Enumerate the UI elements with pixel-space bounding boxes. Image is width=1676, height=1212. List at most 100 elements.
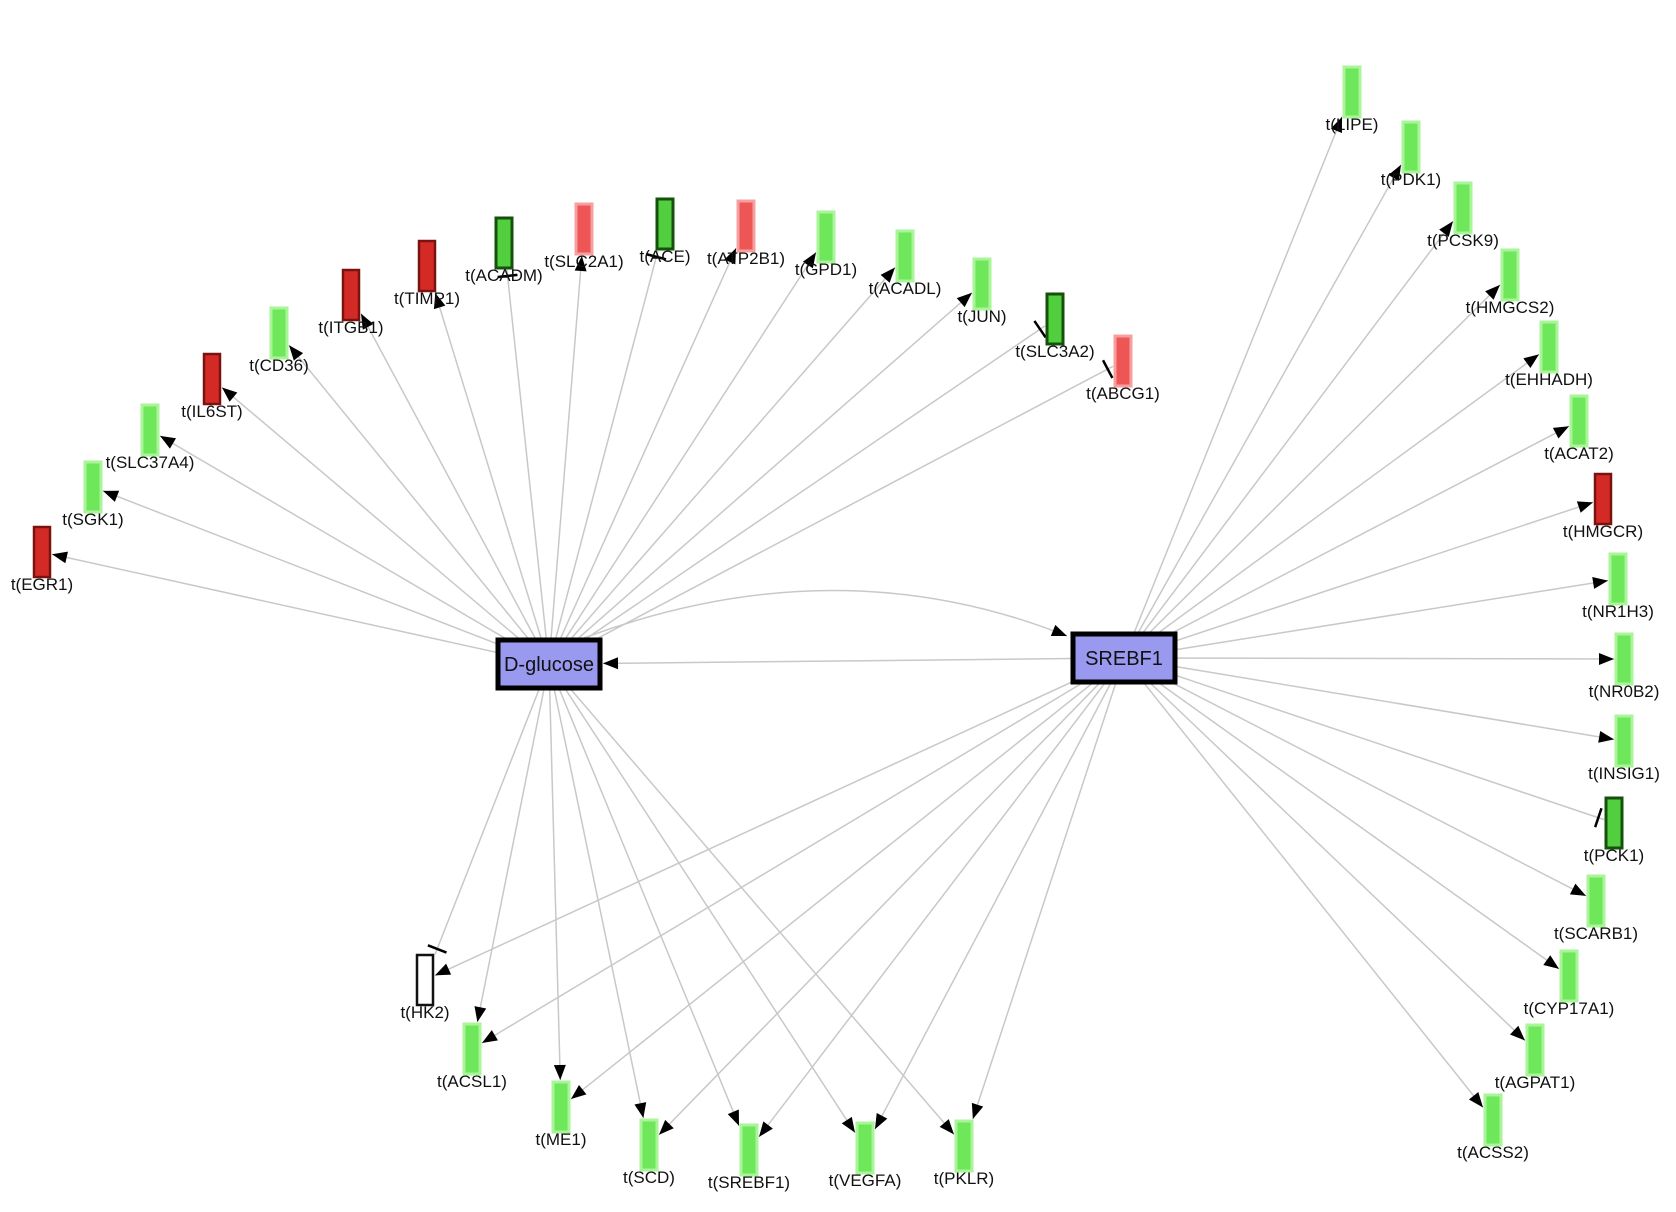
edge-line: [1142, 353, 1540, 645]
gene-label-slc2a1: t(SLC2A1): [544, 252, 623, 271]
gene-node-hmgcs2[interactable]: [1500, 248, 1520, 302]
gene-label-jun: t(JUN): [957, 307, 1006, 326]
gene-label-hmgcr: t(HMGCR): [1563, 522, 1643, 541]
edge-line: [1137, 284, 1501, 645]
edge-line: [434, 670, 1097, 977]
gene-label-atp2b1: t(ATP2B1): [707, 249, 785, 268]
edge-line: [434, 292, 546, 651]
gene-node-vegfa[interactable]: [855, 1121, 875, 1175]
hub-node-dglucose[interactable]: [495, 637, 603, 691]
gene-node-me1[interactable]: [551, 1080, 571, 1134]
gene-node-acat2[interactable]: [1569, 394, 1589, 448]
gene-node-acsl1[interactable]: [462, 1022, 482, 1076]
gene-node-acadm[interactable]: [494, 216, 514, 270]
edge-arrowhead: [1388, 164, 1401, 181]
gene-node-pck1[interactable]: [1604, 796, 1624, 850]
gene-node-gpd1[interactable]: [816, 210, 836, 264]
gene-node-itgb1[interactable]: [341, 268, 361, 322]
gene-node-atp2b1[interactable]: [736, 199, 756, 253]
edge-inhibitor: [427, 944, 447, 954]
edge-arrowhead: [724, 248, 736, 265]
edge-arrowhead: [634, 1102, 647, 1118]
edge-inhibitor: [646, 253, 667, 261]
gene-label-acsl1: t(ACSL1): [437, 1072, 507, 1091]
edge-arrowhead: [435, 963, 452, 976]
edge-arrowhead: [1439, 221, 1453, 237]
gene-label-scarb1: t(SCARB1): [1554, 924, 1638, 943]
nodes-layer: [32, 65, 1634, 1177]
gene-node-nr1h3[interactable]: [1608, 552, 1628, 606]
edge-line: [549, 255, 583, 651]
edge-line: [972, 671, 1121, 1120]
gene-label-ehhadh: t(EHHADH): [1505, 370, 1593, 389]
gene-node-slc3a2[interactable]: [1045, 292, 1065, 346]
edge-arrowhead: [1569, 883, 1586, 896]
gene-node-jun[interactable]: [972, 257, 992, 311]
edge-arrowhead: [1330, 116, 1342, 133]
labels-layer: t(EGR1)t(SGK1)t(SLC37A4)t(IL6ST)t(CD36)t…: [11, 115, 1660, 1192]
gene-node-scd[interactable]: [639, 1118, 659, 1172]
gene-node-lipe[interactable]: [1342, 65, 1362, 119]
gene-node-ace[interactable]: [655, 197, 675, 251]
gene-label-lipe: t(LIPE): [1326, 115, 1379, 134]
edge-arrowhead: [603, 657, 619, 670]
gene-node-cyp17a1[interactable]: [1559, 949, 1579, 1003]
gene-node-hk2[interactable]: [415, 953, 435, 1007]
edge-arrowhead: [880, 267, 895, 283]
edge-line: [557, 252, 817, 651]
edge-line: [221, 386, 534, 651]
edge-arrowhead: [1598, 652, 1614, 665]
gene-node-pdk1[interactable]: [1401, 120, 1421, 174]
edge-line: [560, 677, 955, 1135]
gene-node-cd36[interactable]: [269, 306, 289, 360]
gene-label-hk2: t(HK2): [400, 1003, 449, 1022]
edge-arrowhead: [1510, 1025, 1525, 1041]
gene-node-egr1[interactable]: [32, 525, 52, 579]
gene-node-acss2[interactable]: [1483, 1093, 1503, 1147]
gene-node-slc2a1[interactable]: [574, 202, 594, 256]
edge-line: [476, 677, 548, 1023]
gene-node-pklr[interactable]: [954, 1119, 974, 1173]
gene-label-hmgcs2: t(HMGCS2): [1466, 298, 1555, 317]
edge-line: [1151, 666, 1605, 821]
gene-node-srebf1t[interactable]: [739, 1123, 759, 1177]
gene-label-gpd1: t(GPD1): [795, 260, 857, 279]
edge-line: [1151, 579, 1609, 655]
edge-arrowhead: [1598, 730, 1614, 743]
gene-label-slc3a2: t(SLC3A2): [1015, 342, 1094, 361]
gene-node-sgk1[interactable]: [83, 460, 103, 514]
gene-node-nr0b2[interactable]: [1614, 632, 1634, 686]
gene-node-hmgcr[interactable]: [1593, 472, 1613, 526]
gene-node-agpat1[interactable]: [1525, 1023, 1545, 1077]
edge-arrowhead: [971, 1102, 984, 1119]
gene-node-insig1[interactable]: [1614, 714, 1634, 768]
edge-line: [568, 325, 1046, 651]
edge-line: [548, 677, 562, 1081]
edge-arrowhead: [875, 1113, 888, 1130]
edge-line: [1152, 657, 1615, 660]
gene-node-timp1[interactable]: [417, 239, 437, 293]
gene-node-pcsk9[interactable]: [1453, 181, 1473, 235]
gene-label-ace: t(ACE): [640, 247, 691, 266]
gene-label-srebf1t: t(SREBF1): [708, 1173, 790, 1192]
gene-node-ehhadh[interactable]: [1539, 320, 1559, 374]
gene-label-acadm: t(ACADM): [465, 266, 542, 285]
gene-label-acat2: t(ACAT2): [1544, 444, 1614, 463]
edge-line: [560, 266, 896, 651]
gene-node-slc37a4[interactable]: [140, 403, 160, 457]
hub-node-srebf1[interactable]: [1070, 631, 1178, 685]
gene-node-scarb1[interactable]: [1586, 874, 1606, 928]
hub-label-dglucose: D-glucose: [504, 654, 594, 676]
edge-line: [583, 589, 1068, 639]
edge-arrowhead: [1485, 284, 1500, 300]
edge-arrowhead: [482, 1030, 498, 1044]
gene-node-abcg1[interactable]: [1113, 334, 1133, 388]
gene-label-itgb1: t(ITGB1): [318, 318, 383, 337]
edge-line: [506, 269, 549, 651]
edge-line: [602, 657, 1096, 665]
gene-node-acadl[interactable]: [895, 229, 915, 283]
edge-arrowhead: [222, 387, 238, 402]
gene-label-pck1: t(PCK1): [1584, 846, 1644, 865]
gene-node-il6st[interactable]: [202, 352, 222, 406]
gene-label-pklr: t(PKLR): [934, 1169, 994, 1188]
